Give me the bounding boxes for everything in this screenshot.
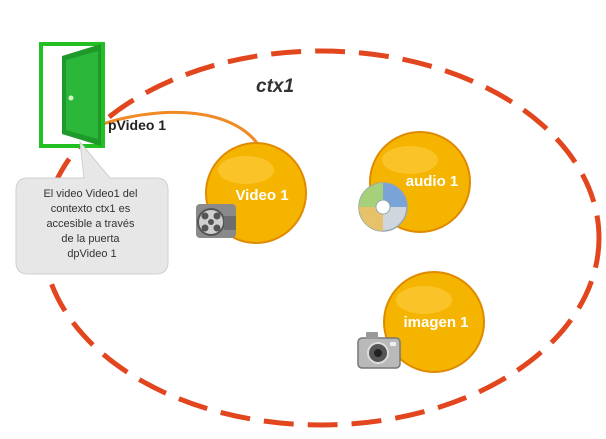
- callout-line-4: de la puerta: [61, 233, 120, 245]
- callout-line-5: dpVideo 1: [67, 248, 116, 260]
- node-imagen-label: imagen 1: [403, 314, 468, 331]
- camera-icon: [357, 332, 401, 369]
- info-callout: El video Video1 del contexto ctx1 es acc…: [15, 140, 169, 275]
- context-label: ctx1: [256, 76, 294, 97]
- node-video-label: Video 1: [235, 187, 288, 204]
- node-imagen[interactable]: imagen 1: [383, 271, 485, 373]
- film-reel-icon: [196, 204, 236, 238]
- cd-disc-icon: [358, 182, 408, 232]
- callout-line-3: accesible a través: [46, 218, 135, 230]
- node-audio-label: audio 1: [406, 173, 459, 190]
- callout-line-1: El video Video1 del: [43, 188, 137, 200]
- callout-line-2: contexto ctx1 es: [51, 203, 131, 215]
- context-boundary: [40, 48, 602, 428]
- port-label: pVideo 1: [108, 117, 166, 133]
- door-icon[interactable]: [39, 42, 105, 148]
- svg-text:El video Video1 del cont: El video Video1 del contexto ctx1 es acc…: [43, 188, 140, 260]
